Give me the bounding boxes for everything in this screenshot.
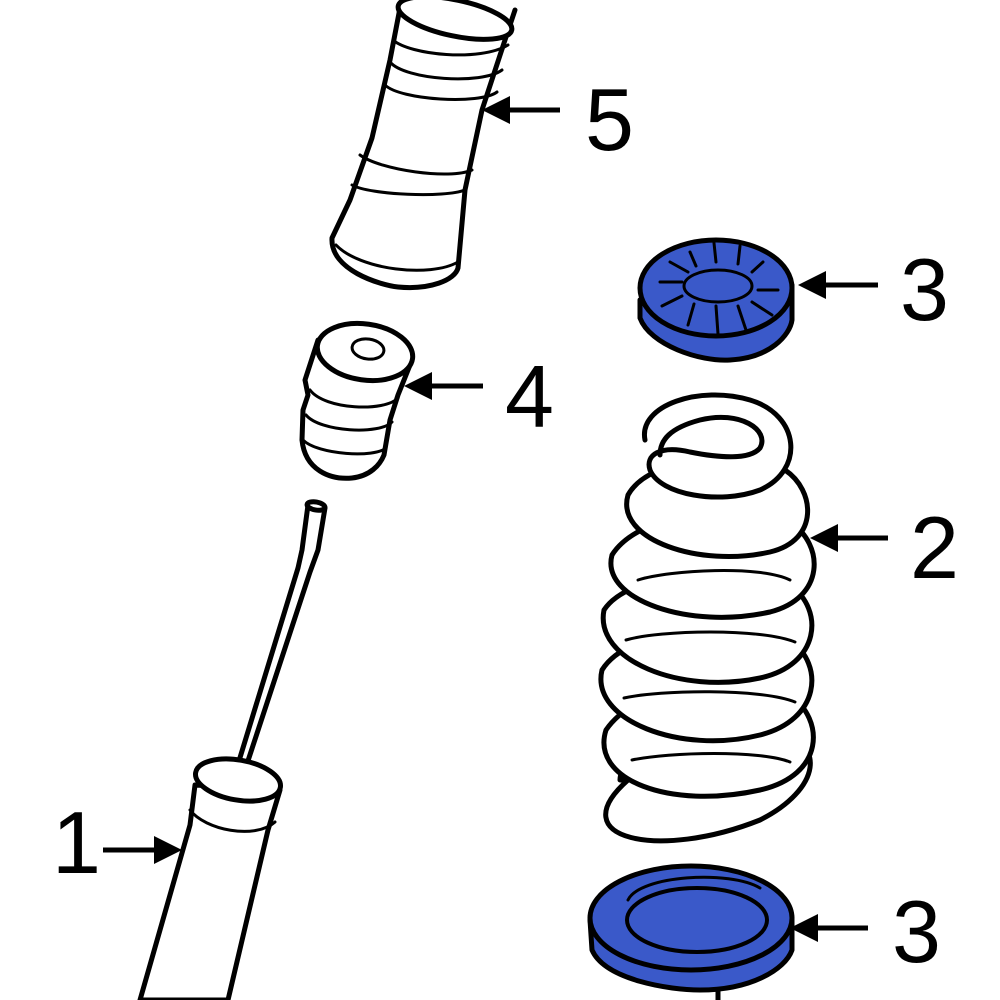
bump-stop[interactable] <box>299 318 416 481</box>
callout-arrow-3-upper <box>798 271 878 299</box>
callout-arrow-1 <box>103 836 182 864</box>
callout-label-3-lower: 3 <box>892 882 941 981</box>
upper-spring-seat[interactable] <box>637 237 795 363</box>
callout-label-4: 4 <box>505 347 554 446</box>
coil-spring[interactable] <box>598 392 817 844</box>
callout-label-5: 5 <box>585 70 634 169</box>
shock-absorber[interactable] <box>137 499 328 1000</box>
dust-boot[interactable] <box>329 0 518 291</box>
callout-arrow-3-lower <box>790 914 868 942</box>
callout-label-3-upper: 3 <box>900 240 949 339</box>
callout-label-2: 2 <box>910 498 959 597</box>
callout-arrow-5 <box>482 96 560 124</box>
callout-arrow-4 <box>404 372 483 400</box>
lower-spring-seat[interactable] <box>587 863 795 1000</box>
callout-arrow-2 <box>810 524 888 552</box>
callout-label-1: 1 <box>52 793 101 892</box>
